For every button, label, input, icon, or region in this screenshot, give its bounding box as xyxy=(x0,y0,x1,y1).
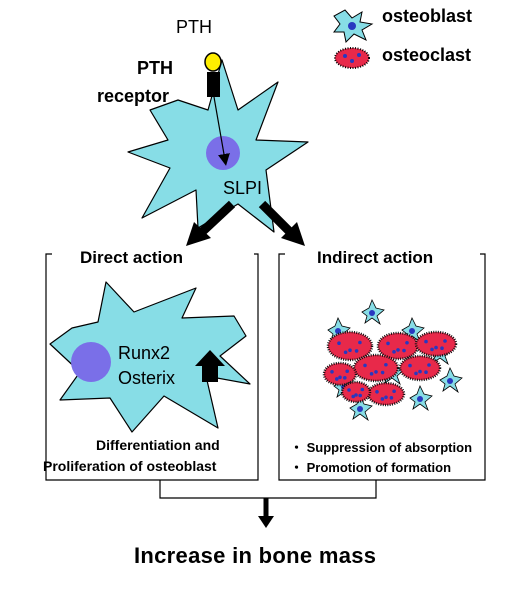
osteoclast-cluster xyxy=(322,299,463,422)
legend-osteoblast-label: osteoblast xyxy=(382,6,473,26)
cluster-osteoclast-nucleus xyxy=(443,339,447,343)
signal-arrow xyxy=(213,96,230,166)
result-arrow-head xyxy=(258,516,274,528)
legend-osteoclast-label: osteoclast xyxy=(382,45,472,65)
cluster-osteoclast xyxy=(414,330,458,358)
cluster-osteoclast-nucleus xyxy=(369,372,374,376)
cluster-osteoclast-nucleus xyxy=(405,340,409,345)
legend-osteoblast-nucleus xyxy=(348,22,356,30)
direct-description-line2: Proliferation of osteoblast xyxy=(43,458,217,474)
cluster-osteoclast-nucleus xyxy=(338,375,342,380)
pth-receptor-icon xyxy=(207,72,220,97)
pth-ligand-icon xyxy=(204,52,222,72)
cluster-osteoclast-nucleus xyxy=(414,371,418,376)
direct-action-heading: Direct action xyxy=(80,248,183,267)
direct-cell-nucleus xyxy=(71,342,111,382)
cluster-osteoclast-nucleus xyxy=(358,393,363,398)
arrow-to-direct xyxy=(198,200,236,236)
cluster-osteoclast-nucleus xyxy=(384,362,388,367)
cluster-osteoclast xyxy=(352,353,400,383)
direct-bracket-top-left xyxy=(45,253,259,481)
cluster-osteoclast-nucleus xyxy=(380,370,385,375)
arrow-head-direct xyxy=(186,222,211,246)
cluster-osteoblast-nucleus xyxy=(369,310,375,316)
cluster-osteoclast-nucleus xyxy=(363,363,367,368)
cluster-osteoclast-nucleus xyxy=(389,396,394,400)
cluster-osteoclast-nucleus xyxy=(354,349,359,353)
cluster-osteoclast xyxy=(340,380,372,404)
cluster-osteoclast-nucleus xyxy=(347,388,351,392)
upregulation-arrow-icon xyxy=(195,350,225,382)
cluster-osteoclast-nucleus xyxy=(358,340,362,345)
cluster-osteoclast xyxy=(376,331,420,361)
cluster-osteoclast-nucleus xyxy=(386,341,390,346)
marker-osterix: Osterix xyxy=(118,368,176,388)
slpi-label: SLPI xyxy=(223,178,263,198)
result-connector xyxy=(159,480,377,499)
main-cell-nucleus xyxy=(206,136,240,170)
result-label: Increase in bone mass xyxy=(134,543,377,568)
legend-osteoclast-icon xyxy=(334,47,370,69)
cluster-osteoclast xyxy=(322,361,358,387)
cluster-osteoblast-nucleus xyxy=(409,328,415,334)
cluster-osteoblast-nucleus xyxy=(335,328,341,334)
direct-description-line1: Differentiation and xyxy=(96,437,220,453)
cluster-osteoclast-nucleus xyxy=(330,370,334,374)
cluster-osteoclast-nucleus xyxy=(343,376,347,380)
cluster-osteoclast-nucleus xyxy=(427,363,431,367)
cluster-osteoclast xyxy=(366,381,406,407)
marker-runx2: Runx2 xyxy=(118,343,171,363)
cluster-osteoclast-nucleus xyxy=(392,389,396,394)
cluster-osteoclast-nucleus xyxy=(424,339,428,344)
cluster-osteoclast-nucleus xyxy=(430,347,434,352)
indirect-action-heading: Indirect action xyxy=(317,248,434,267)
cluster-osteoclast-nucleus xyxy=(360,387,365,392)
pth-receptor-label-line2: receptor xyxy=(97,86,170,106)
cluster-osteoclast-nucleus xyxy=(337,341,341,346)
cluster-osteoclast xyxy=(398,354,442,382)
cluster-osteoclast-nucleus xyxy=(345,369,350,374)
cluster-osteoblast-nucleus xyxy=(447,378,453,384)
cluster-osteoclast-nucleus xyxy=(384,395,388,400)
cluster-osteoclast-nucleus xyxy=(348,348,352,353)
pth-receptor-label: PTH xyxy=(137,58,173,78)
cluster-osteoclast-nucleus xyxy=(440,346,444,351)
cluster-osteoclast-nucleus xyxy=(408,363,412,368)
cluster-osteoclast-nucleus xyxy=(375,390,379,394)
cluster-osteoclast-nucleus xyxy=(396,348,400,352)
arrow-head-indirect xyxy=(281,222,305,246)
legend-osteoclast-dot xyxy=(343,54,347,58)
cluster-osteoblast-nucleus xyxy=(357,406,363,412)
cluster-osteoclast-nucleus xyxy=(343,350,348,355)
pth-label: PTH xyxy=(176,17,212,37)
cluster-osteoclast-nucleus xyxy=(418,369,422,374)
cluster-osteoclast-nucleus xyxy=(374,370,378,374)
direct-osteoblast-cell xyxy=(49,281,251,433)
cluster-osteoclast-nucleus xyxy=(351,394,356,399)
arrow-to-indirect xyxy=(258,200,293,235)
cluster-osteoclast-nucleus xyxy=(424,370,428,375)
legend-osteoclast-dot xyxy=(357,53,361,57)
cluster-osteoblast-nucleus xyxy=(417,396,423,402)
cluster-osteoclast-nucleus xyxy=(402,348,406,353)
cluster-osteoclast-nucleus xyxy=(392,350,396,354)
indirect-bracket xyxy=(278,253,486,481)
cluster-osteoclast-nucleus xyxy=(354,393,358,397)
legend-osteoclast-dot xyxy=(350,59,354,63)
indirect-bullet-formation: ・ Promotion of formation xyxy=(290,460,452,475)
cluster-osteoclast-nucleus xyxy=(434,345,438,350)
cluster-osteoclast-nucleus xyxy=(380,397,385,401)
indirect-bullet-absorption: ・ Suppression of absorption xyxy=(290,440,473,455)
cluster-osteoclast xyxy=(326,330,374,362)
cluster-osteoclast-nucleus xyxy=(335,377,339,381)
